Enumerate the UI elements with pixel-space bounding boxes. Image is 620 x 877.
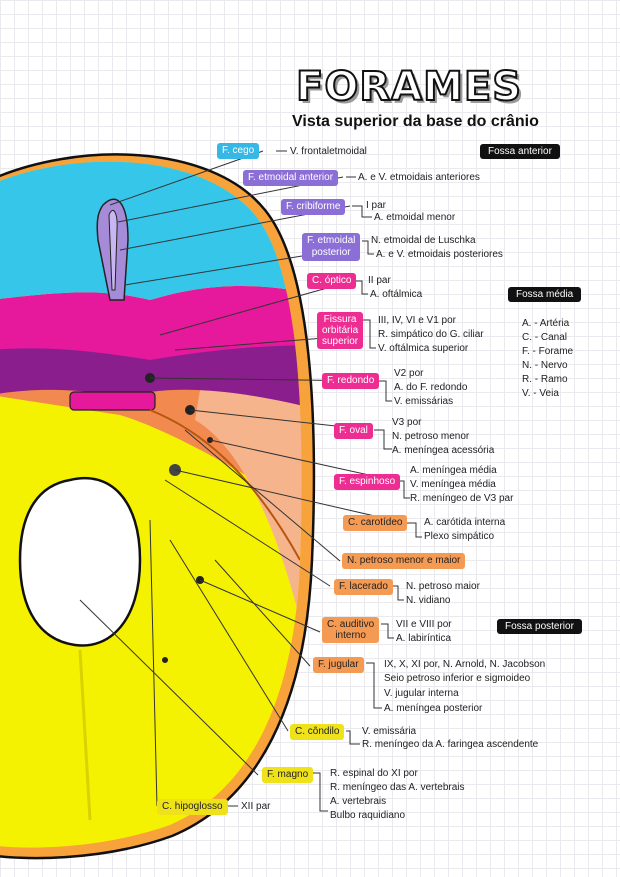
- note-f-lacerado-2: N. vidiano: [406, 595, 451, 606]
- note-f-cribiforme-1: I par: [366, 200, 387, 211]
- legend-item: F. - Forame: [522, 346, 574, 357]
- label-f-etmoidal-anterior: F. etmoidal anterior: [243, 170, 339, 186]
- label-f-jugular: F. jugular: [313, 657, 364, 673]
- note-f-etmoidal-anterior: A. e V. etmoidais anteriores: [358, 172, 480, 183]
- note-f-cego: V. frontaletmoidal: [290, 146, 367, 157]
- note-c-carotideo-1: A. carótida interna: [424, 517, 506, 528]
- note-f-espinhoso-3: R. meníngeo de V3 par: [410, 493, 514, 504]
- label-f-cribiforme: F. cribiforme: [281, 199, 346, 215]
- note-f-jugular-1: IX, X, XI por, N. Arnold, N. Jacobson: [384, 659, 546, 670]
- note-f-magno-2: R. meníngeo das A. vertebrais: [330, 782, 465, 793]
- note-f-oval-2: N. petroso menor: [392, 431, 470, 442]
- label-f-cego: F. cego: [217, 143, 260, 159]
- fossa-anterior-badge: Fossa anterior: [480, 144, 560, 159]
- note-fissura-3: V. oftálmica superior: [378, 343, 469, 354]
- note-fissura-2: R. simpático do G. ciliar: [378, 329, 484, 340]
- note-c-optico-1: II par: [368, 275, 391, 286]
- page-title: FORAMES: [295, 63, 523, 111]
- note-f-oval-3: A. meníngea acessória: [392, 445, 495, 456]
- legend-item: C. - Canal: [522, 332, 568, 343]
- label-f-magno: F. magno: [262, 767, 314, 783]
- note-f-lacerado-1: N. petroso maior: [406, 581, 480, 592]
- note-f-redondo-2: A. do F. redondo: [394, 382, 468, 393]
- note-c-condilo-2: R. meníngeo da A. faringea ascendente: [362, 739, 539, 750]
- page-subtitle: Vista superior da base do crânio: [292, 113, 539, 130]
- note-f-jugular-2: Seio petroso inferior e sigmoideo: [384, 673, 531, 684]
- note-f-magno-3: A. vertebrais: [330, 796, 387, 807]
- label-c-auditivo-interno: C. auditivo interno: [322, 617, 380, 643]
- note-f-oval-1: V3 por: [392, 417, 422, 428]
- note-c-optico-2: A. oftálmica: [370, 289, 423, 300]
- legend-item: N. - Nervo: [522, 360, 568, 371]
- legend-item: A. - Artéria: [522, 318, 570, 329]
- note-c-hipoglosso: XII par: [241, 801, 271, 812]
- note-f-cribiforme-2: A. etmoidal menor: [374, 212, 456, 223]
- note-f-redondo-3: V. emissárias: [394, 396, 454, 407]
- note-c-carotideo-2: Plexo simpático: [424, 531, 495, 542]
- note-f-jugular-4: A. meníngea posterior: [384, 703, 483, 714]
- label-f-etmoidal-posterior: F. etmoidal posterior: [302, 233, 361, 261]
- note-f-magno-1: R. espinal do XI por: [330, 768, 418, 779]
- note-fissura-1: III, IV, VI e V1 por: [378, 315, 457, 326]
- fossa-media-badge: Fossa média: [508, 287, 582, 302]
- legend-item: V. - Veia: [522, 388, 559, 399]
- abbreviation-legend: A. - Artéria C. - Canal F. - Forame N. -…: [522, 317, 573, 401]
- label-c-hipoglosso: C. hipoglosso: [157, 799, 228, 815]
- label-line: interno: [335, 630, 366, 641]
- label-n-petroso: N. petroso menor e maior: [342, 553, 466, 569]
- note-c-auditivo-1: VII e VIII por: [396, 619, 452, 630]
- label-line: superior: [322, 336, 359, 347]
- label-line: orbitária: [322, 325, 359, 336]
- legend-item: R. - Ramo: [522, 374, 568, 385]
- label-c-optico: C. óptico: [307, 273, 357, 289]
- label-c-carotideo: C. carotídeo: [343, 515, 408, 531]
- label-f-lacerado: F. lacerado: [334, 579, 393, 595]
- label-line: posterior: [311, 247, 351, 258]
- label-f-oval: F. oval: [334, 423, 373, 439]
- note-f-magno-4: Bulbo raquidiano: [330, 810, 406, 821]
- note-f-espinhoso-1: A. meníngea média: [410, 465, 497, 476]
- note-f-etmoidal-posterior-1: N. etmoidal de Luschka: [371, 235, 476, 246]
- label-f-redondo: F. redondo: [322, 373, 380, 389]
- note-f-espinhoso-2: V. meníngea média: [410, 479, 496, 490]
- note-c-condilo-1: V. emissária: [362, 726, 417, 737]
- label-c-condilo: C. côndilo: [290, 724, 345, 740]
- label-fissura-orbitaria-superior: Fissura orbitária superior: [317, 312, 364, 349]
- note-f-etmoidal-posterior-2: A. e V. etmoidais posteriores: [376, 249, 503, 260]
- label-line: F. etmoidal: [307, 235, 356, 246]
- fossa-posterior-badge: Fossa posterior: [497, 619, 582, 634]
- note-c-auditivo-2: A. labiríntica: [396, 633, 452, 644]
- label-line: C. auditivo: [327, 619, 375, 630]
- note-f-jugular-3: V. jugular interna: [384, 688, 459, 699]
- label-line: Fissura: [323, 314, 357, 325]
- label-f-espinhoso: F. espinhoso: [334, 474, 401, 490]
- note-f-redondo-1: V2 por: [394, 368, 424, 379]
